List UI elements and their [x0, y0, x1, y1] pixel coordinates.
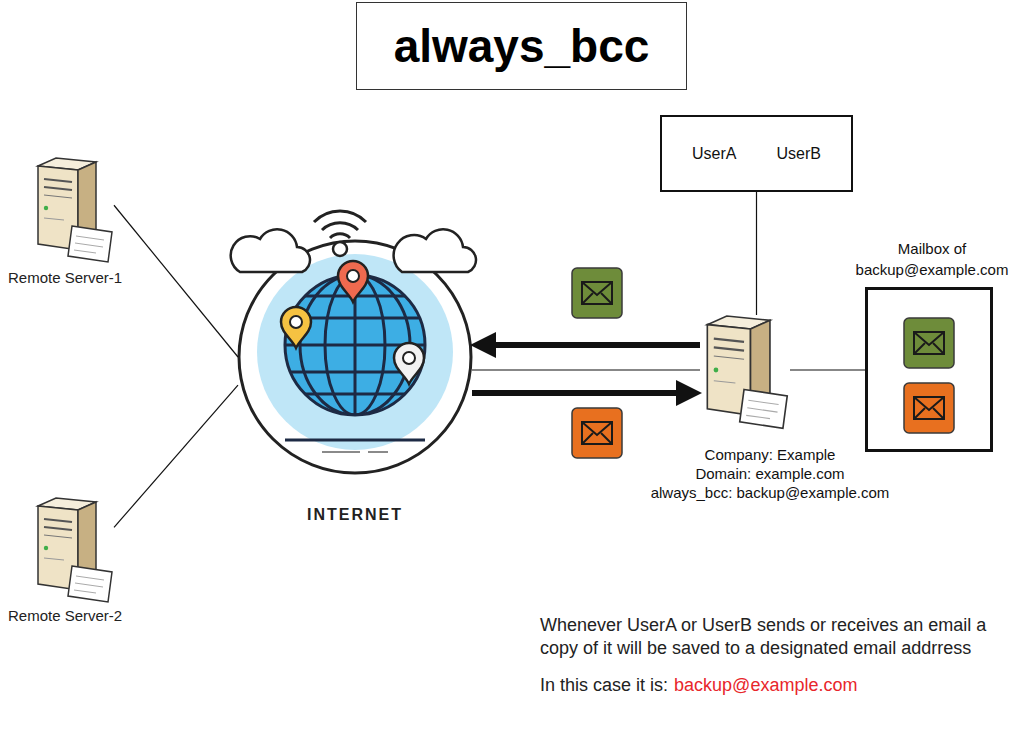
- internet-globe-part-part: [403, 352, 415, 364]
- internet-globe-part: [257, 254, 453, 450]
- remote-server-text-group: Remote Server-1: [8, 269, 122, 286]
- company-server-label: Domain: example.com: [625, 464, 915, 483]
- copied-sent-envelope-part: [914, 332, 944, 354]
- internet-globe-part: [338, 261, 368, 302]
- internet-globe-part: [333, 242, 347, 256]
- internet-globe-part-part: [338, 261, 368, 302]
- users-box-text-group: UserA UserB: [692, 145, 821, 163]
- backup-address: backup@example.com: [674, 675, 857, 695]
- internet-globe-part: [239, 241, 471, 473]
- received-mail-envelope-part: [582, 422, 612, 444]
- internet-globe-text-group: INTERNET: [238, 506, 472, 524]
- company-server-icon: [707, 316, 787, 428]
- internet-globe-part: [322, 451, 360, 453]
- users-box-label: UserA: [692, 145, 736, 163]
- users-box-label: UserB: [777, 145, 821, 163]
- internet-globe-part-part: [290, 316, 302, 328]
- users-box: UserA UserB: [660, 115, 853, 192]
- internet-globe-part: [394, 229, 476, 272]
- company-server-icon-part: [707, 316, 787, 428]
- internet-globe-part: [322, 223, 358, 230]
- mail-flow-arrow: [482, 342, 700, 348]
- copied-sent-envelope-part: [904, 318, 954, 368]
- note-text: In this case it is:: [540, 675, 668, 695]
- remote-server-icon: [38, 158, 112, 262]
- copied-received-envelope-part: [914, 397, 944, 419]
- remote-server-icon: [38, 498, 112, 602]
- explanation-note: Whenever UserA or UserB sends or receive…: [540, 614, 1010, 697]
- link-line: [114, 205, 238, 357]
- copied-sent-envelope: [904, 318, 954, 368]
- sent-mail-envelope-part: [572, 268, 622, 318]
- received-mail-envelope-part: [572, 408, 622, 458]
- company-server-text-group: Company: ExampleDomain: example.comalway…: [625, 445, 915, 502]
- remote-server-text-group: Remote Server-2: [8, 607, 122, 624]
- internet-globe-part-part: [281, 307, 311, 348]
- link-line: [472, 369, 700, 370]
- internet-globe-part: [330, 234, 350, 238]
- internet-globe-label: INTERNET: [238, 506, 472, 524]
- internet-globe-part: [281, 307, 311, 348]
- company-server-label: always_bcc: backup@example.com: [625, 483, 915, 502]
- remote-server-label: Remote Server-2: [8, 607, 122, 624]
- company-server: Company: ExampleDomain: example.comalway…: [700, 315, 790, 427]
- remote-server: Remote Server-1: [34, 158, 114, 263]
- internet-globe-part: [368, 451, 388, 453]
- link-line: [790, 369, 865, 370]
- backup-mailbox-text-group: Mailbox of backup@example.com: [838, 238, 1024, 280]
- internet-globe: [231, 211, 476, 473]
- title-text: always_bcc: [394, 19, 650, 73]
- note-text: Whenever UserA or UserB sends or receive…: [540, 614, 1010, 660]
- sent-mail-envelope: [572, 268, 622, 318]
- note-line: In this case it is: backup@example.com: [540, 674, 1010, 697]
- internet-globe: INTERNET: [238, 240, 472, 474]
- internet-globe-part: [285, 439, 425, 442]
- remote-server: Remote Server-2: [34, 498, 114, 603]
- mail-flow-arrow: [472, 390, 690, 396]
- link-line: [114, 385, 238, 527]
- backup-mailbox: Mailbox of backup@example.com: [865, 287, 993, 452]
- internet-globe-part-part: [347, 270, 359, 282]
- company-server-label: Company: Example: [625, 445, 915, 464]
- internet-globe-part: [231, 229, 310, 272]
- remote-server-label: Remote Server-1: [8, 269, 122, 286]
- title-box: always_bcc: [356, 2, 687, 90]
- sent-mail-envelope-part: [582, 282, 612, 304]
- internet-globe-part-part: [394, 343, 424, 384]
- backup-mailbox-label: Mailbox of backup@example.com: [838, 238, 1024, 280]
- internet-globe-part: [314, 211, 366, 222]
- internet-globe-part: [394, 343, 424, 384]
- received-mail-envelope: [572, 408, 622, 458]
- link-line: [756, 192, 757, 315]
- copied-received-envelope-part: [904, 383, 954, 433]
- copied-received-envelope: [904, 383, 954, 433]
